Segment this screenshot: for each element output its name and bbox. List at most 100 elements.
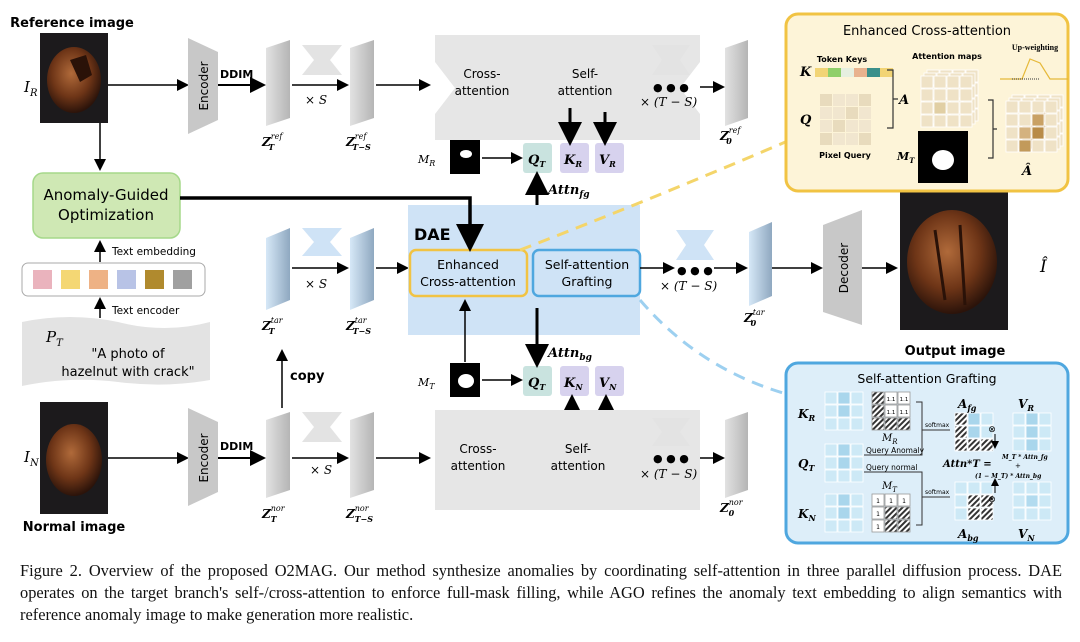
V-N-cell xyxy=(1038,481,1052,495)
svg-text:Encoder: Encoder xyxy=(197,61,211,110)
token-key-cell xyxy=(828,68,841,77)
V-N-cell xyxy=(1012,507,1026,521)
up-weighted-cell xyxy=(1044,100,1058,114)
V-R-cell xyxy=(1025,425,1039,439)
query-T-cell xyxy=(850,443,864,457)
query-T-cell xyxy=(837,443,851,457)
figure-caption: Figure 2. Overview of the proposed O2MAG… xyxy=(20,561,1062,624)
svg-text:● ● ●: ● ● ● xyxy=(653,452,689,465)
query-T-cell xyxy=(837,469,851,483)
svg-text:attention: attention xyxy=(551,459,606,473)
attn-fg-label: Attnfg xyxy=(546,183,590,200)
up-weighted-cell xyxy=(1005,139,1019,153)
svg-text:attention: attention xyxy=(558,84,613,98)
A-bg-cell xyxy=(967,507,981,521)
pixel-query-cell xyxy=(859,107,871,119)
key-N-cell xyxy=(824,519,838,533)
A-bg-cell xyxy=(954,494,968,508)
pixel-query-cell xyxy=(846,107,858,119)
ago-label-line1: Anomaly-Guided xyxy=(43,186,168,204)
svg-text:Grafting: Grafting xyxy=(562,274,613,289)
text-encoder-label: Text encoder xyxy=(111,305,180,317)
svg-text:Up-weighting: Up-weighting xyxy=(1012,43,1058,52)
V-R-cell xyxy=(1012,412,1026,426)
V-N-box xyxy=(595,366,624,396)
svg-text:VN: VN xyxy=(1018,527,1035,543)
svg-text:softmax: softmax xyxy=(925,489,950,496)
svg-text:DDIM: DDIM xyxy=(220,440,253,453)
enhanced-zoom-connector xyxy=(519,138,791,252)
key-N-cell xyxy=(837,493,851,507)
svg-text:Encoder: Encoder xyxy=(197,433,211,482)
A-fg-cell xyxy=(980,425,994,439)
mask-value: 1.1 xyxy=(887,410,896,416)
I-R-symbol: IR xyxy=(23,78,38,99)
pixel-query-cell xyxy=(859,120,871,132)
up-weighted-cell xyxy=(1018,139,1032,153)
up-weighted-cell xyxy=(1018,113,1032,127)
up-weighted-cell xyxy=(1018,100,1032,114)
token-embeddings xyxy=(33,270,192,289)
mask-shape xyxy=(458,374,474,388)
mask-R-cell xyxy=(871,417,885,431)
mask-R-cell xyxy=(897,417,911,431)
key-N-cell xyxy=(850,519,864,533)
token-embedding-square xyxy=(173,270,192,289)
mask-R-cell xyxy=(897,404,911,418)
K-R-box xyxy=(560,143,589,173)
K-N-box xyxy=(560,366,589,396)
key-N-cell xyxy=(837,506,851,520)
M-R-label: MR xyxy=(417,153,435,168)
attention-map-cell xyxy=(946,101,960,115)
V-N-cell xyxy=(1012,481,1026,495)
key-N-cell xyxy=(824,493,838,507)
A-bg-cell xyxy=(980,507,994,521)
attention-map-cell xyxy=(933,114,947,128)
A-fg-cell xyxy=(980,438,994,452)
self-attention-grafting-box xyxy=(531,248,642,298)
latent-plate xyxy=(266,40,290,126)
svg-text:⊗: ⊗ xyxy=(988,425,996,435)
attention-map-cell xyxy=(920,75,934,89)
svg-text:Enhanced: Enhanced xyxy=(437,257,499,272)
copy-label: copy xyxy=(290,369,325,384)
key-R-cell xyxy=(850,391,864,405)
ago-to-dae-arrow xyxy=(180,196,484,252)
pixel-query-cell xyxy=(846,120,858,132)
latent-plate xyxy=(266,228,290,310)
K-N-label: KN xyxy=(563,376,583,392)
pixel-query-cell xyxy=(820,133,832,145)
pixel-query-cell xyxy=(846,133,858,145)
pixel-query-cell xyxy=(833,107,845,119)
mask-T-cell xyxy=(897,506,911,520)
attention-map-cell xyxy=(959,88,973,102)
mask-shape xyxy=(460,150,472,158)
up-weighted-cell xyxy=(1031,100,1045,114)
dae-label: DAE xyxy=(414,225,451,244)
M-T-label: MT xyxy=(417,376,435,391)
V-N-cell xyxy=(1025,494,1039,508)
anomaly-guided-optimization-box xyxy=(32,172,181,239)
reference-branch: Encoder DDIM × S Cross- attention Self- … xyxy=(108,35,748,140)
V-N-cell xyxy=(1038,507,1052,521)
svg-text:M_T * Attn_fg: M_T * Attn_fg xyxy=(1001,454,1048,461)
svg-text:Self-: Self- xyxy=(565,442,591,456)
A-fg-cell xyxy=(967,425,981,439)
V-N-cell xyxy=(1038,494,1052,508)
A-bg-cell xyxy=(954,481,968,495)
query-T-cell xyxy=(837,456,851,470)
svg-text:× S: × S xyxy=(305,277,327,291)
token-keys-row xyxy=(815,68,893,77)
key-N-cell xyxy=(850,506,864,520)
V-R-cell xyxy=(1025,438,1039,452)
svg-text:A: A xyxy=(897,93,909,108)
latent-plate xyxy=(725,40,748,126)
